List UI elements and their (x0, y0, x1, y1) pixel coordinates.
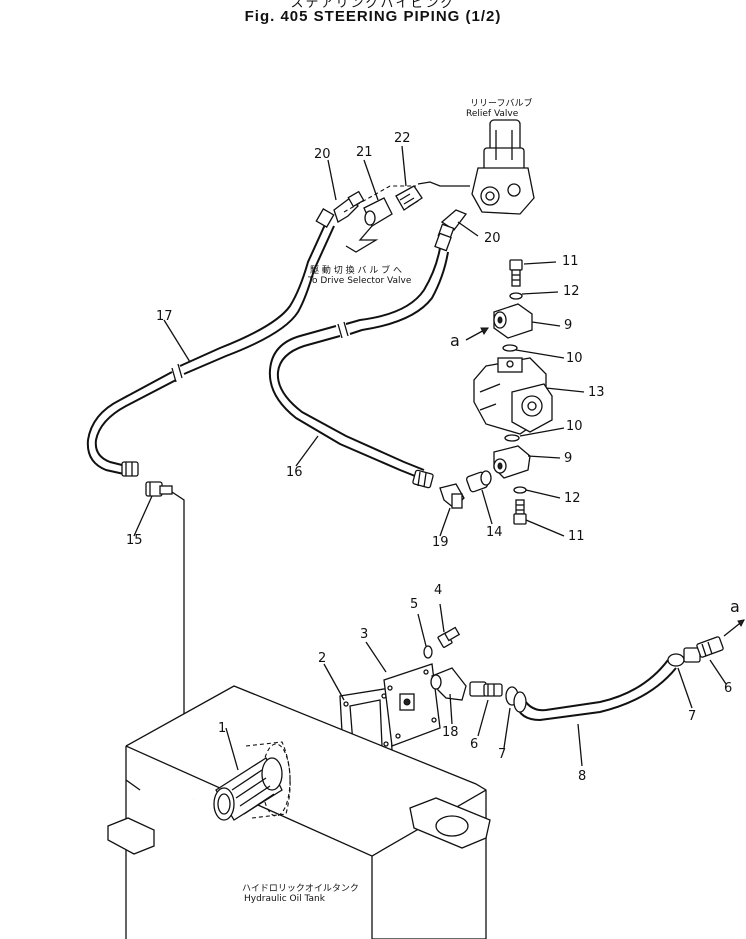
callout-12: 12 (563, 284, 580, 299)
callout-14: 14 (486, 525, 503, 540)
flange-9-upper (493, 303, 533, 339)
hose-8 (513, 659, 677, 722)
callout-20-lower: 20 (484, 231, 501, 246)
hose-16-fitting-bottom (412, 469, 434, 489)
callout-16: 16 (286, 465, 303, 480)
cover-3 (383, 663, 441, 747)
clamp-7-upper (667, 653, 685, 667)
callout-6-right: 6 (724, 681, 733, 696)
figure-title-japanese: ステアリングパイピング (290, 0, 456, 11)
washer-12-lower (513, 486, 527, 494)
hose-17-fitting-top (315, 208, 335, 228)
adapter-15 (145, 481, 173, 497)
bolt-11-upper (509, 259, 523, 287)
callout-4: 4 (434, 583, 443, 598)
callout-7: 7 (498, 747, 507, 762)
hose-16 (268, 247, 449, 479)
relief-valve-label-jp: リリーフバルブ (470, 99, 533, 109)
callout-11-lower: 11 (568, 529, 585, 544)
oil-tank-label: Hydraulic Oil Tank (244, 894, 325, 904)
oring-10-lower (504, 434, 520, 442)
callout-5: 5 (410, 597, 419, 612)
connector-6-upper (683, 636, 724, 663)
callout-11: 11 (562, 254, 579, 269)
washer-12-upper (509, 292, 523, 300)
washer-5 (423, 645, 433, 659)
callout-10: 10 (566, 351, 583, 366)
callout-13: 13 (588, 385, 605, 400)
callout-6: 6 (470, 737, 479, 752)
callout-2: 2 (318, 651, 327, 666)
callout-18: 18 (442, 725, 459, 740)
connector-6-lower (469, 681, 503, 697)
callout-12-lower: 12 (564, 491, 581, 506)
callout-9-lower: 9 (564, 451, 573, 466)
callout-17: 17 (156, 309, 173, 324)
elbow-19 (439, 483, 465, 509)
callout-21: 21 (356, 145, 373, 160)
hose-16-fitting-top (434, 232, 452, 252)
hose-17 (86, 217, 335, 475)
pump-13 (473, 357, 553, 435)
strainer-1 (213, 741, 291, 821)
oring-10-upper (502, 344, 518, 352)
callout-3: 3 (360, 627, 369, 642)
bolt-11-lower (513, 499, 527, 525)
adapter-14 (466, 470, 492, 493)
arrow-a-lower-label: a (730, 597, 740, 616)
callout-1: 1 (218, 721, 227, 736)
callout-leader-lines (133, 145, 727, 771)
hydraulic-oil-tank (107, 685, 491, 939)
leader-line (343, 185, 416, 213)
relief-valve-part (471, 119, 535, 215)
fitting-21 (363, 197, 393, 227)
oil-tank-label-jp: ハイドロリックオイルタンク (242, 884, 359, 894)
callout-19: 19 (432, 535, 449, 550)
relief-valve-line (417, 181, 470, 187)
callout-15: 15 (126, 533, 143, 548)
callout-10-lower: 10 (566, 419, 583, 434)
callout-22: 22 (394, 131, 411, 146)
elbow-18 (430, 667, 467, 701)
hose-17-fitting-bottom (121, 461, 139, 477)
drive-selector-arrow-line (345, 225, 379, 253)
flange-9-lower (493, 445, 531, 479)
arrow-a-upper-label: a (450, 331, 460, 350)
figure-title: Fig. 405 STEERING PIPING (1/2) (244, 8, 502, 25)
drive-selector-label-jp: 駆 動 切 換 バ ル ブ へ (310, 266, 403, 276)
callout-8: 8 (578, 769, 587, 784)
elbow-20-upper (333, 190, 365, 223)
callout-7-right: 7 (688, 709, 697, 724)
fitting-22 (395, 185, 423, 211)
relief-valve-label: Relief Valve (466, 109, 519, 119)
drive-selector-label: To Drive Selector Valve (308, 276, 412, 286)
callout-20: 20 (314, 147, 331, 162)
bolt-4 (437, 626, 461, 648)
callout-9: 9 (564, 318, 573, 333)
